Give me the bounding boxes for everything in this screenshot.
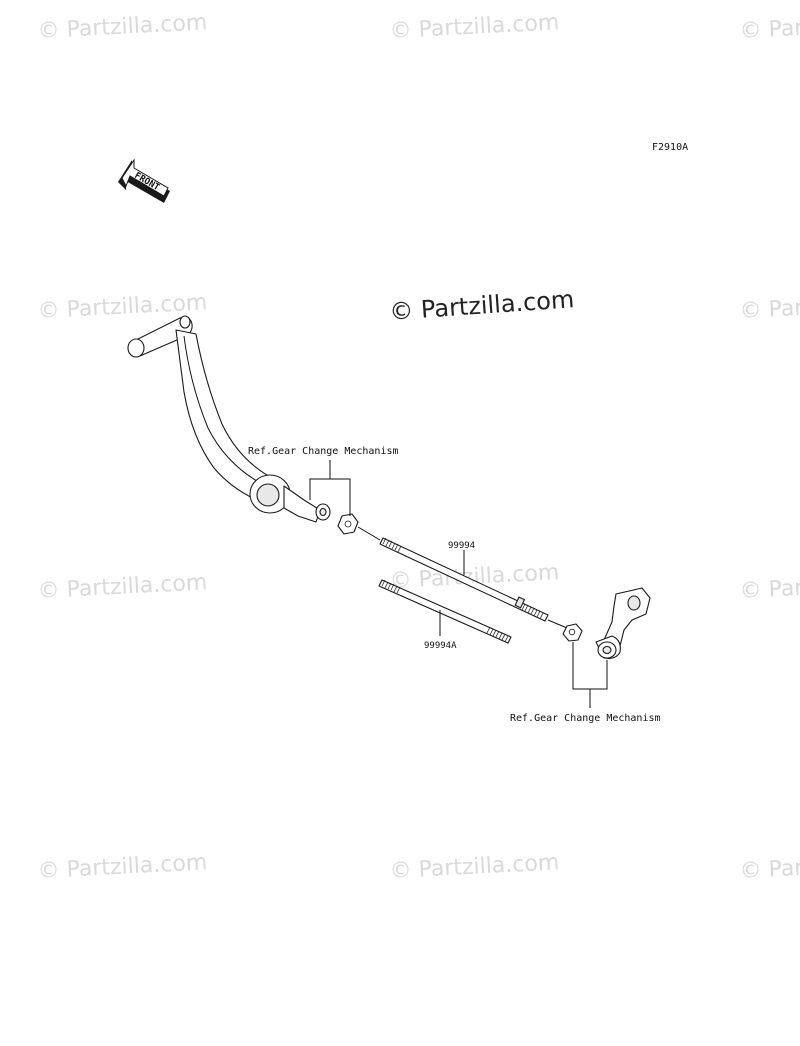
watermark: © Partzilla.com	[739, 10, 800, 44]
rod-99994-thread-left	[382, 537, 402, 553]
watermark: © Partzilla.com	[739, 570, 800, 604]
leader-nut-to-rod	[357, 526, 381, 541]
watermark: © Partzilla.com	[389, 850, 560, 884]
shift-arm	[595, 587, 651, 659]
leader-rod-to-nut	[547, 619, 568, 629]
nut-upper	[337, 513, 359, 535]
watermark: © Partzilla.com	[37, 570, 208, 604]
ref-label-lower: Ref.Gear Change Mechanism	[510, 713, 661, 724]
part-number-99994a: 99994A	[424, 641, 457, 651]
front-arrow-icon: FRONT	[118, 158, 170, 203]
rod-99994a	[378, 579, 512, 644]
rod-99994-thread-right	[521, 603, 544, 620]
watermark: © Partzilla.com	[739, 850, 800, 884]
part-number-99994: 99994	[448, 541, 475, 551]
ref-bracket-lower	[572, 642, 608, 708]
shift-pedal	[127, 315, 331, 523]
rod-99994a-thread-left	[381, 579, 401, 594]
rod-99994a-thread-right	[486, 626, 509, 643]
figure-code: F2910A	[652, 142, 688, 153]
watermark: © Partzilla.com	[739, 290, 800, 324]
ref-label-upper: Ref.Gear Change Mechanism	[248, 446, 399, 457]
watermark: © Partzilla.com	[37, 850, 208, 884]
ref-bracket-upper	[309, 460, 351, 516]
watermark-center: © Partzilla.com	[388, 285, 575, 326]
rod-99994	[379, 537, 549, 622]
watermark: © Partzilla.com	[389, 560, 560, 594]
watermark: © Partzilla.com	[389, 10, 560, 44]
nut-lower	[562, 623, 583, 642]
watermark: © Partzilla.com	[37, 10, 208, 44]
watermark-layer: © Partzilla.com © Partzilla.com © Partzi…	[37, 10, 800, 884]
